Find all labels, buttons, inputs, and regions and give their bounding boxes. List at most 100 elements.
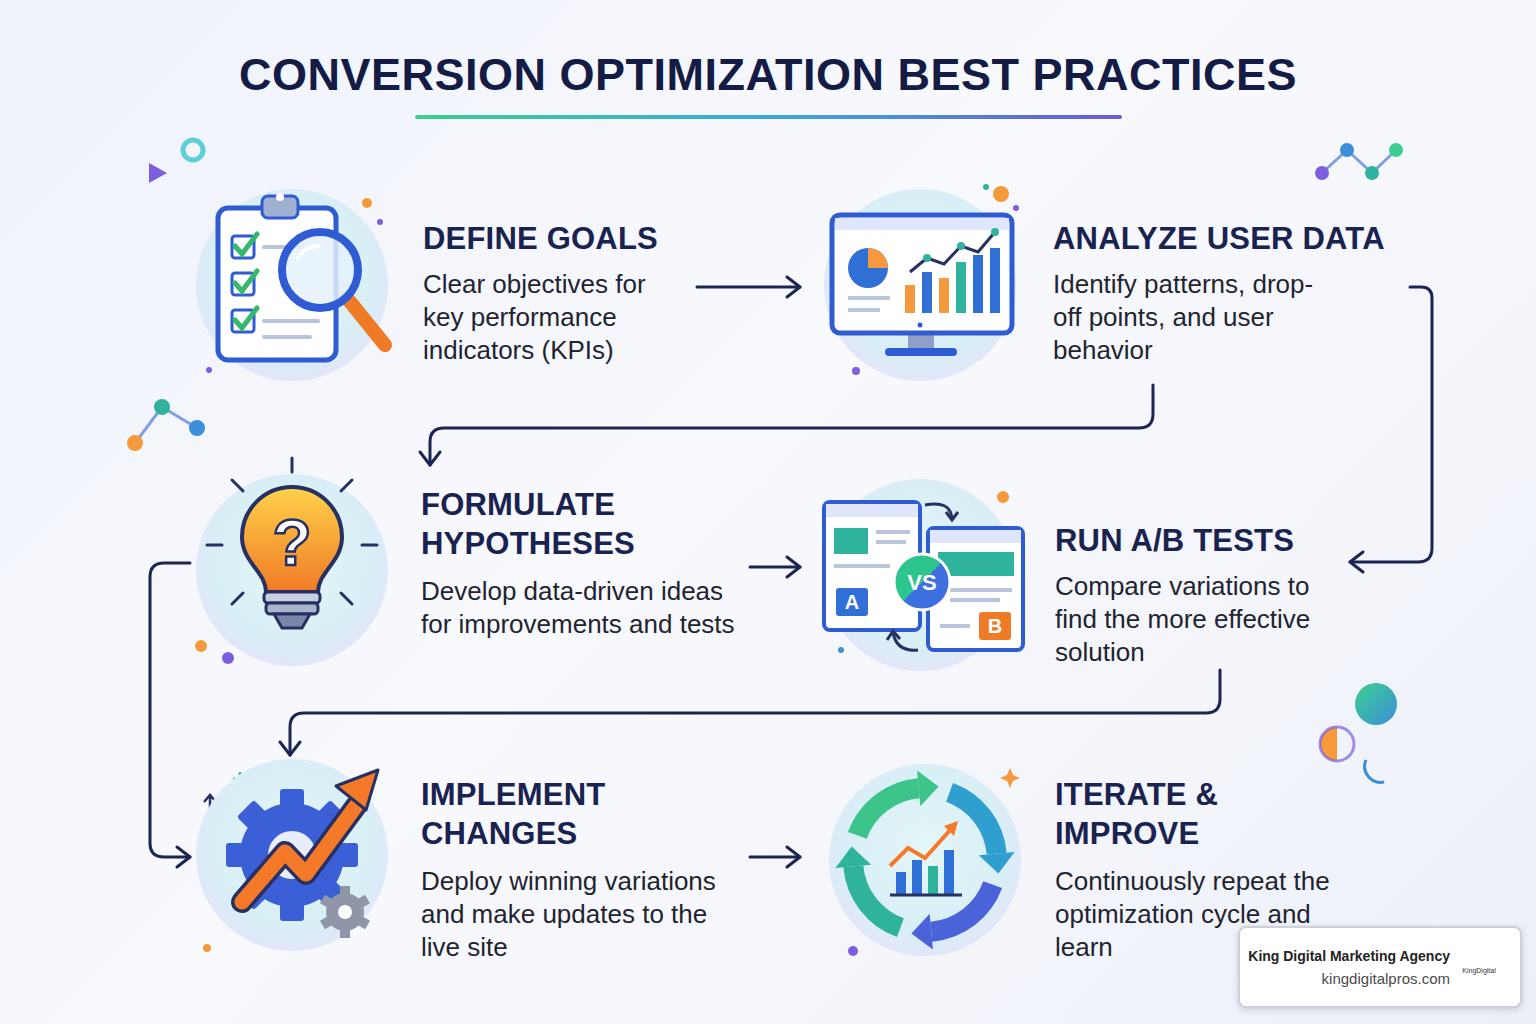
step-node: ANALYZE USER DATAIdentify patterns, drop… bbox=[800, 185, 1410, 385]
window-bar bbox=[930, 530, 1021, 543]
bar bbox=[990, 248, 1000, 313]
cycle-arrowhead bbox=[979, 852, 1015, 874]
dot-deco bbox=[993, 186, 1009, 202]
flow-connector bbox=[750, 847, 800, 867]
arrowhead bbox=[177, 847, 190, 867]
trend-dot bbox=[957, 242, 965, 250]
step-node: IMPLEMENT CHANGESDeploy winning variatio… bbox=[190, 755, 750, 965]
bar bbox=[896, 872, 906, 894]
title-underline bbox=[415, 115, 1122, 119]
variant-a-box bbox=[836, 588, 868, 616]
flow-connector bbox=[150, 563, 190, 867]
chart-axis bbox=[890, 894, 962, 897]
variant-letter: B bbox=[980, 614, 1010, 638]
dot-deco bbox=[848, 946, 858, 956]
network-dot bbox=[154, 399, 170, 415]
gear-body bbox=[326, 893, 364, 931]
text-line bbox=[940, 624, 970, 628]
bulb-cap bbox=[274, 614, 310, 628]
cycle-arc bbox=[853, 866, 900, 927]
window-bar bbox=[826, 504, 918, 517]
bar bbox=[922, 272, 932, 313]
clipboard-hole bbox=[276, 193, 284, 201]
step-heading: ANALYZE USER DATA bbox=[1053, 219, 1405, 258]
gear-hole bbox=[338, 905, 352, 919]
step-heading: ITERATE & IMPROVE bbox=[1055, 775, 1305, 853]
dot-deco bbox=[377, 219, 383, 225]
monitor-screen bbox=[832, 215, 1012, 333]
window-block bbox=[834, 528, 868, 554]
connector-line bbox=[150, 563, 190, 857]
arrowhead bbox=[787, 277, 800, 297]
dot-deco bbox=[203, 944, 211, 952]
step-heading: RUN A/B TESTS bbox=[1055, 521, 1345, 560]
ab-test-icon bbox=[824, 502, 1023, 650]
dot-deco bbox=[362, 198, 372, 208]
icon-backdrop bbox=[829, 764, 1021, 956]
bar bbox=[905, 285, 915, 313]
trend-line bbox=[890, 828, 952, 866]
ray bbox=[362, 544, 377, 547]
connector-line bbox=[750, 566, 800, 569]
dot-deco bbox=[997, 491, 1009, 503]
ray bbox=[341, 480, 352, 491]
cycle-arc bbox=[931, 885, 992, 932]
versus-badge bbox=[894, 554, 950, 610]
pie-slice bbox=[868, 248, 888, 268]
icon-backdrop bbox=[824, 189, 1016, 381]
arrowhead bbox=[280, 742, 300, 755]
bar bbox=[956, 262, 966, 313]
text-line bbox=[876, 540, 906, 544]
connector-line bbox=[430, 385, 1153, 465]
step-heading: IMPLEMENT CHANGES bbox=[421, 775, 701, 853]
text-line bbox=[848, 308, 880, 312]
connector-line bbox=[290, 670, 1220, 755]
step-description: Compare variations to find the more effe… bbox=[1055, 570, 1340, 669]
dot-deco bbox=[195, 640, 207, 652]
connector-line bbox=[697, 286, 800, 289]
step-heading: DEFINE GOALS bbox=[423, 219, 823, 258]
arc-deco bbox=[1365, 760, 1384, 782]
variant-letter: A bbox=[837, 590, 867, 614]
gear-icon bbox=[226, 770, 378, 938]
brand-url: kingdigitalpros.com bbox=[1248, 969, 1450, 988]
bulb-band bbox=[264, 592, 320, 603]
text-line bbox=[848, 296, 890, 300]
ray bbox=[232, 593, 243, 604]
bar bbox=[912, 860, 922, 894]
dot-deco bbox=[983, 184, 989, 190]
text-line bbox=[264, 335, 310, 339]
triangle-deco bbox=[149, 163, 167, 183]
network-dot bbox=[127, 435, 143, 451]
growth-arrow bbox=[242, 806, 356, 902]
flow-connector bbox=[280, 670, 1220, 755]
bar bbox=[939, 278, 949, 313]
network-dot bbox=[1340, 143, 1354, 157]
trend-line bbox=[910, 232, 995, 272]
growth-arrowhead bbox=[336, 770, 378, 810]
step-node: DEFINE GOALSClear objectives for key per… bbox=[190, 185, 697, 385]
dot-deco bbox=[838, 647, 844, 653]
brand-name: King Digital Marketing Agency bbox=[1248, 947, 1450, 965]
half-circle-deco bbox=[1320, 727, 1337, 761]
network-deco bbox=[1322, 150, 1396, 173]
bulb-rays bbox=[207, 458, 377, 604]
trend-dot bbox=[991, 228, 999, 236]
lens-glint bbox=[298, 246, 318, 258]
network-dot bbox=[1365, 166, 1379, 180]
network-dot bbox=[189, 420, 205, 436]
trend-arrowhead bbox=[944, 821, 958, 836]
network-dot bbox=[1389, 143, 1403, 157]
dot-deco bbox=[222, 652, 234, 664]
small-gear bbox=[320, 886, 370, 938]
icon-backdrop bbox=[196, 759, 388, 951]
cycle-arc bbox=[857, 788, 918, 835]
magnifier-handle bbox=[347, 298, 385, 345]
text-line bbox=[950, 598, 1000, 602]
variant-b-box bbox=[979, 612, 1011, 640]
diagram-title: CONVERSION OPTIMIZATION BEST PRACTICES bbox=[0, 45, 1536, 105]
bar bbox=[973, 255, 983, 313]
monitor-icon bbox=[832, 215, 1012, 356]
